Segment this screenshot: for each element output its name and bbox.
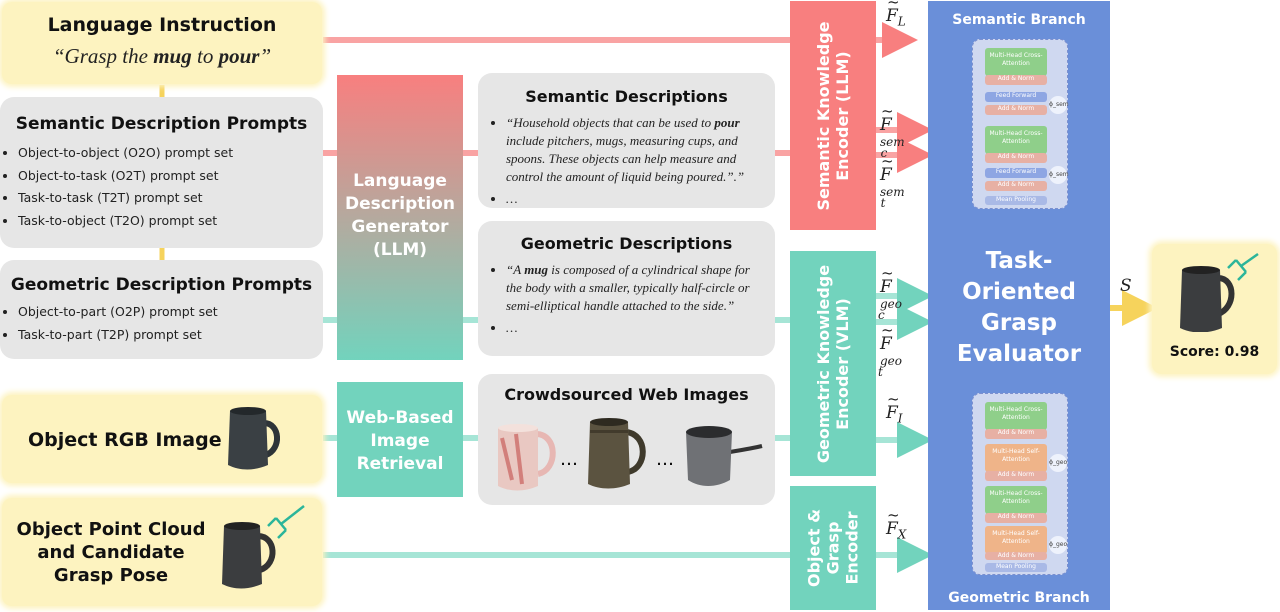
web-mug-image-2 [588, 418, 646, 489]
web-images-box: Crowdsourced Web Images … … [478, 374, 775, 505]
encoder-label: Encoder (LLM) [833, 50, 852, 181]
web-images-title: Crowdsourced Web Images [504, 385, 749, 404]
object-rgb-title: Object RGB Image [28, 429, 222, 451]
semantic-branch-label: Semantic Branch [952, 12, 1086, 28]
object-grasp-encoder: Object & Grasp Encoder [790, 486, 876, 610]
feature-label-FL: FL [886, 0, 906, 28]
geometric-prompts-box: Geometric Description Prompts Object-to-… [0, 260, 323, 359]
semantic-descriptions-title: Semantic Descriptions [525, 87, 728, 106]
semantic-knowledge-encoder: Semantic Knowledge Encoder (LLM) [790, 1, 876, 230]
language-description-generator: Language Description Generator (LLM) [337, 75, 463, 360]
score-symbol: S [1120, 276, 1132, 296]
encoder-label: Object & [804, 508, 824, 588]
ellipsis: … [656, 449, 674, 470]
list-item: Task-to-object (T2O) prompt set [18, 210, 323, 233]
add-norm-block: Add & Norm [985, 105, 1047, 115]
ellipsis: … [560, 449, 578, 470]
object-rgb-box: Object RGB Image [2, 395, 322, 483]
add-norm-block: Add & Norm [985, 552, 1047, 560]
add-norm-block: Add & Norm [985, 513, 1047, 523]
ldg-label: Generator [351, 217, 449, 237]
feature-label-Ft-sem: Fsemt [880, 152, 905, 210]
score-label: Score: 0.98 [1169, 344, 1260, 360]
semantic-transformer-block: Multi-Head Cross-Attention Add & Norm Fe… [972, 39, 1069, 209]
feature-label-FI: FI [886, 390, 903, 425]
web-mug-image-1 [498, 424, 556, 491]
feature-label-Fc-geo: Fgeoc [878, 264, 902, 322]
ldg-label: Language [353, 171, 447, 191]
phi-geo-label: ϕ_geo [1049, 536, 1067, 554]
cross-attention-block: Multi-Head Cross-Attention [985, 402, 1047, 430]
encoder-label: Semantic Knowledge [814, 20, 833, 211]
encoder-label: Grasp [823, 521, 843, 575]
semantic-prompts-box: Semantic Description Prompts Object-to-o… [0, 97, 323, 248]
list-item: … [506, 319, 765, 337]
mean-pooling-block: Mean Pooling [985, 563, 1047, 572]
ldg-label: Description [345, 194, 455, 214]
encoder-label: Encoder [842, 511, 862, 585]
phi-sem-label: ϕ_sem [1049, 166, 1069, 184]
add-norm-block: Add & Norm [985, 75, 1047, 85]
semantic-prompts-list: Object-to-object (O2O) prompt set Object… [2, 142, 323, 232]
add-norm-block: Add & Norm [985, 471, 1047, 481]
mug-rgb-image [228, 407, 280, 470]
semantic-prompts-title: Semantic Description Prompts [15, 114, 308, 134]
semantic-descriptions-list: “Household objects that can be used to p… [492, 114, 765, 208]
retrieval-label: Image [370, 431, 430, 451]
semantic-descriptions-box: Semantic Descriptions “Household objects… [478, 73, 775, 208]
list-item: Task-to-part (T2P) prompt set [18, 324, 323, 347]
object-pointcloud-title: Object Point Cloud and Candidate Grasp P… [16, 519, 206, 586]
add-norm-block: Add & Norm [985, 429, 1047, 439]
language-instruction-title: Language Instruction [47, 14, 277, 36]
feature-label-Ft-geo: Fgeot [878, 321, 902, 379]
add-norm-block: Add & Norm [985, 153, 1047, 163]
geometric-descriptions-list: “A mug is composed of a cylindrical shap… [492, 261, 765, 337]
geometric-prompts-list: Object-to-part (O2P) prompt set Task-to-… [2, 301, 323, 346]
add-norm-block: Add & Norm [985, 181, 1047, 191]
cross-attention-block: Multi-Head Cross-Attention [985, 486, 1047, 514]
object-pointcloud-box: Object Point Cloud and Candidate Grasp P… [2, 498, 322, 606]
ldg-label: (LLM) [372, 240, 428, 260]
self-attention-block: Multi-Head Self-Attention [985, 444, 1047, 472]
language-instruction-text: “Grasp the mug to pour” [52, 44, 272, 68]
cross-attention-block: Multi-Head Cross-Attention [985, 126, 1047, 154]
list-item: “A mug is composed of a cylindrical shap… [506, 261, 765, 315]
score-box: Score: 0.98 [1152, 244, 1277, 374]
scored-grasp-image [1180, 252, 1259, 332]
retrieval-label: Retrieval [356, 454, 444, 474]
list-item: … [506, 190, 765, 208]
geometric-knowledge-encoder: Geometric Knowledge Encoder (VLM) [790, 251, 876, 476]
point-cloud-grasp-image [222, 505, 305, 589]
web-mug-image-3 [686, 426, 763, 486]
geometric-transformer-block: Multi-Head Cross-Attention Add & Norm Mu… [972, 393, 1068, 575]
cross-attention-block: Multi-Head Cross-Attention [985, 48, 1047, 76]
geometric-prompts-title: Geometric Description Prompts [10, 275, 313, 295]
geometric-descriptions-title: Geometric Descriptions [520, 234, 733, 253]
phi-geo-label: ϕ_geo [1049, 454, 1067, 472]
geometric-descriptions-box: Geometric Descriptions “A mug is compose… [478, 221, 775, 356]
feed-forward-block: Feed Forward [985, 92, 1047, 102]
phi-sem-label: ϕ_sem [1049, 96, 1069, 114]
web-image-retrieval: Web-Based Image Retrieval [337, 382, 463, 497]
encoder-label: Encoder (VLM) [833, 297, 852, 430]
feed-forward-block: Feed Forward [985, 168, 1047, 178]
encoder-label: Geometric Knowledge [814, 264, 833, 463]
self-attention-block: Multi-Head Self-Attention [985, 526, 1047, 554]
feature-label-FX: FX [886, 506, 906, 541]
mean-pooling-block: Mean Pooling [985, 196, 1047, 205]
geometric-branch-label: Geometric Branch [948, 590, 1090, 606]
list-item: Task-to-task (T2T) prompt set [18, 187, 323, 210]
task-oriented-grasp-evaluator: Semantic Branch Geometric Branch Task- O… [928, 1, 1110, 610]
language-instruction-box: Language Instruction “Grasp the mug to p… [2, 2, 322, 84]
list-item: “Household objects that can be used to p… [506, 114, 765, 186]
list-item: Object-to-object (O2O) prompt set [18, 142, 323, 165]
retrieval-label: Web-Based [346, 408, 454, 428]
list-item: Object-to-part (O2P) prompt set [18, 301, 323, 324]
evaluator-title: Task- Oriented Grasp Evaluator [956, 248, 1082, 367]
list-item: Object-to-task (O2T) prompt set [18, 165, 323, 188]
